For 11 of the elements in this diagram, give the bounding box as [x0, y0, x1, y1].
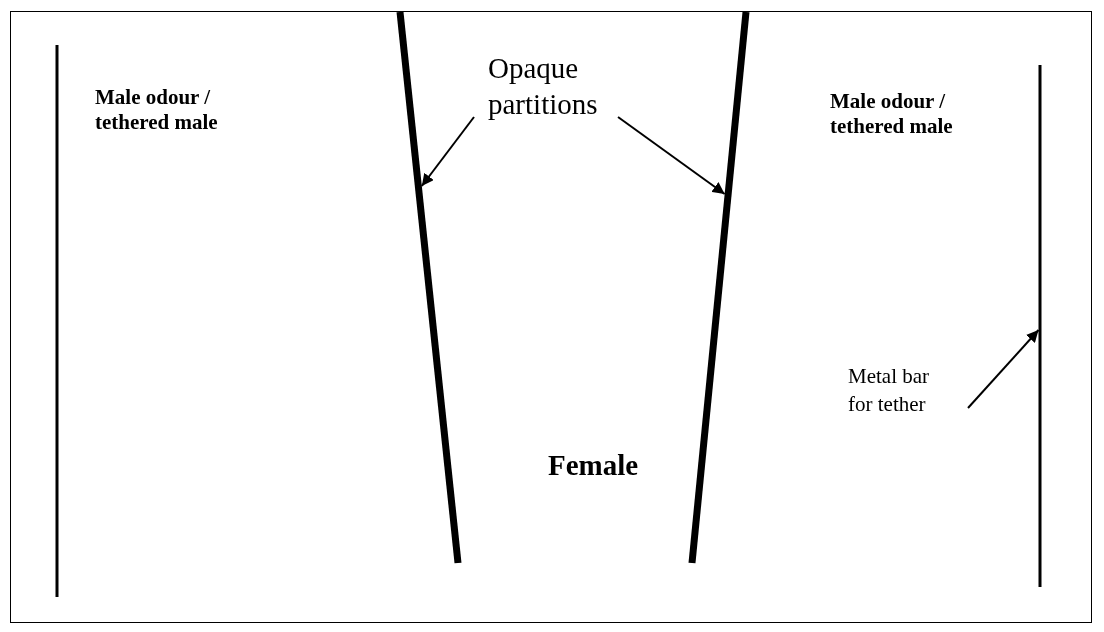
leader-arrow — [420, 116, 475, 187]
leader-arrow — [967, 329, 1040, 409]
metal-bar — [1038, 65, 1042, 587]
zone-label: Male odour / tethered male — [830, 89, 954, 140]
callout-text: Metal bar for tether — [846, 362, 968, 418]
leader-arrow — [617, 116, 726, 195]
zone-label: Female — [548, 448, 640, 483]
zone-label: Male odour / tethered male — [95, 85, 219, 136]
partition — [688, 11, 750, 564]
partition — [396, 11, 462, 564]
callout-text: Opaque partitions — [474, 50, 618, 122]
